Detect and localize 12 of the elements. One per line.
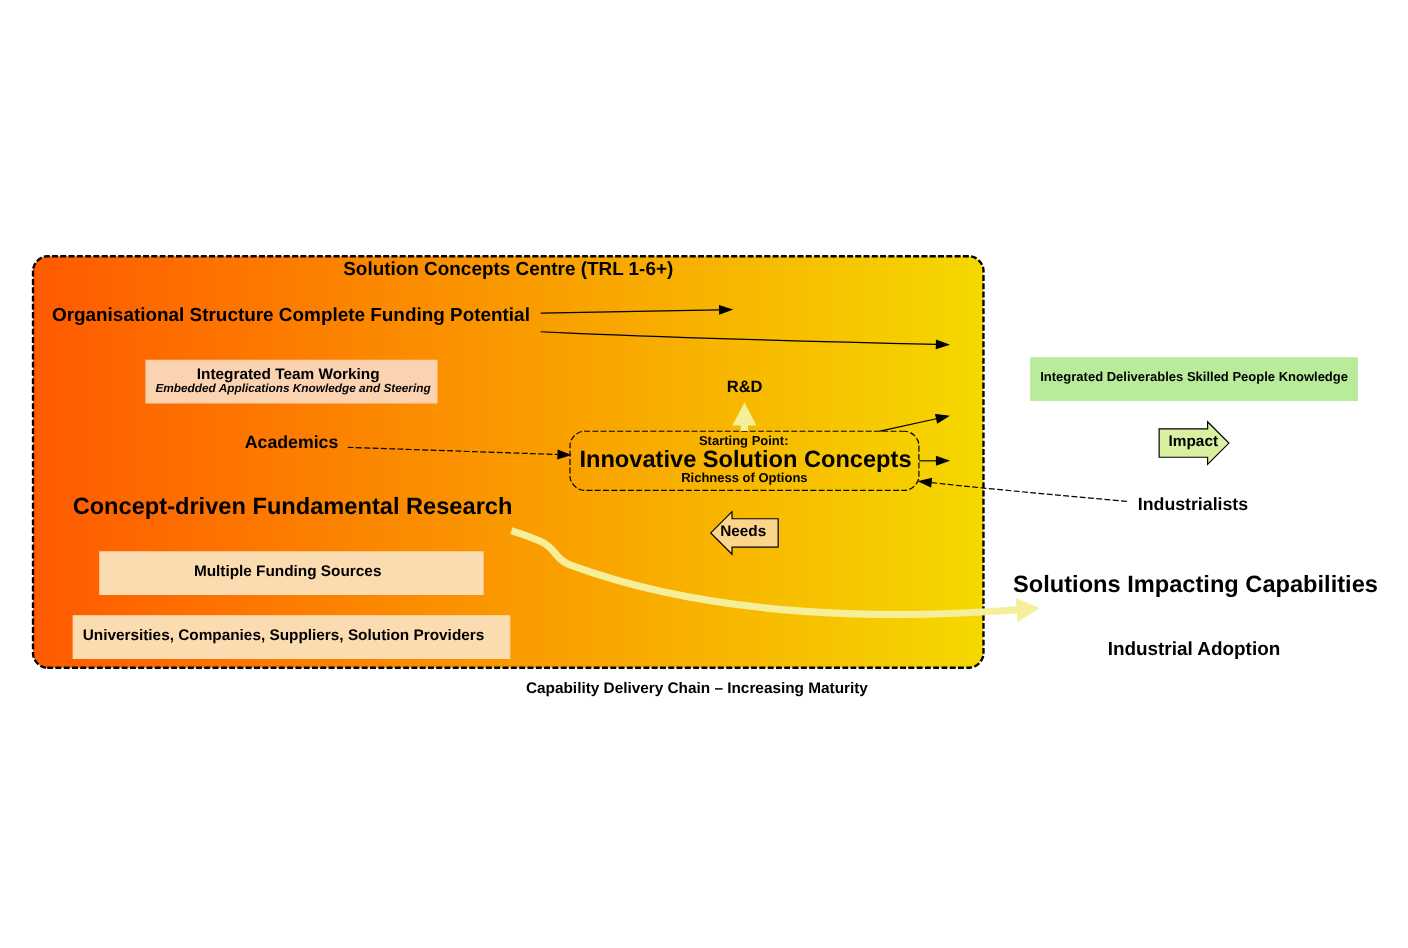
node-text: Industrialists [1137,492,1249,513]
arrow [879,412,950,431]
arrow [540,303,734,314]
arrow [540,330,951,349]
arrow [510,526,1040,621]
arrow [347,445,572,459]
node-text: Academics [244,431,339,452]
node-text: Organisational Structure Complete Funding Potential [51,304,530,327]
node-text: Solutions Impacting Capabilities [1013,569,1378,598]
node-text: Industrial Adoption [1107,637,1281,660]
node-text: Concept-driven Fundamental Research [72,491,513,520]
arrow [917,476,1129,501]
